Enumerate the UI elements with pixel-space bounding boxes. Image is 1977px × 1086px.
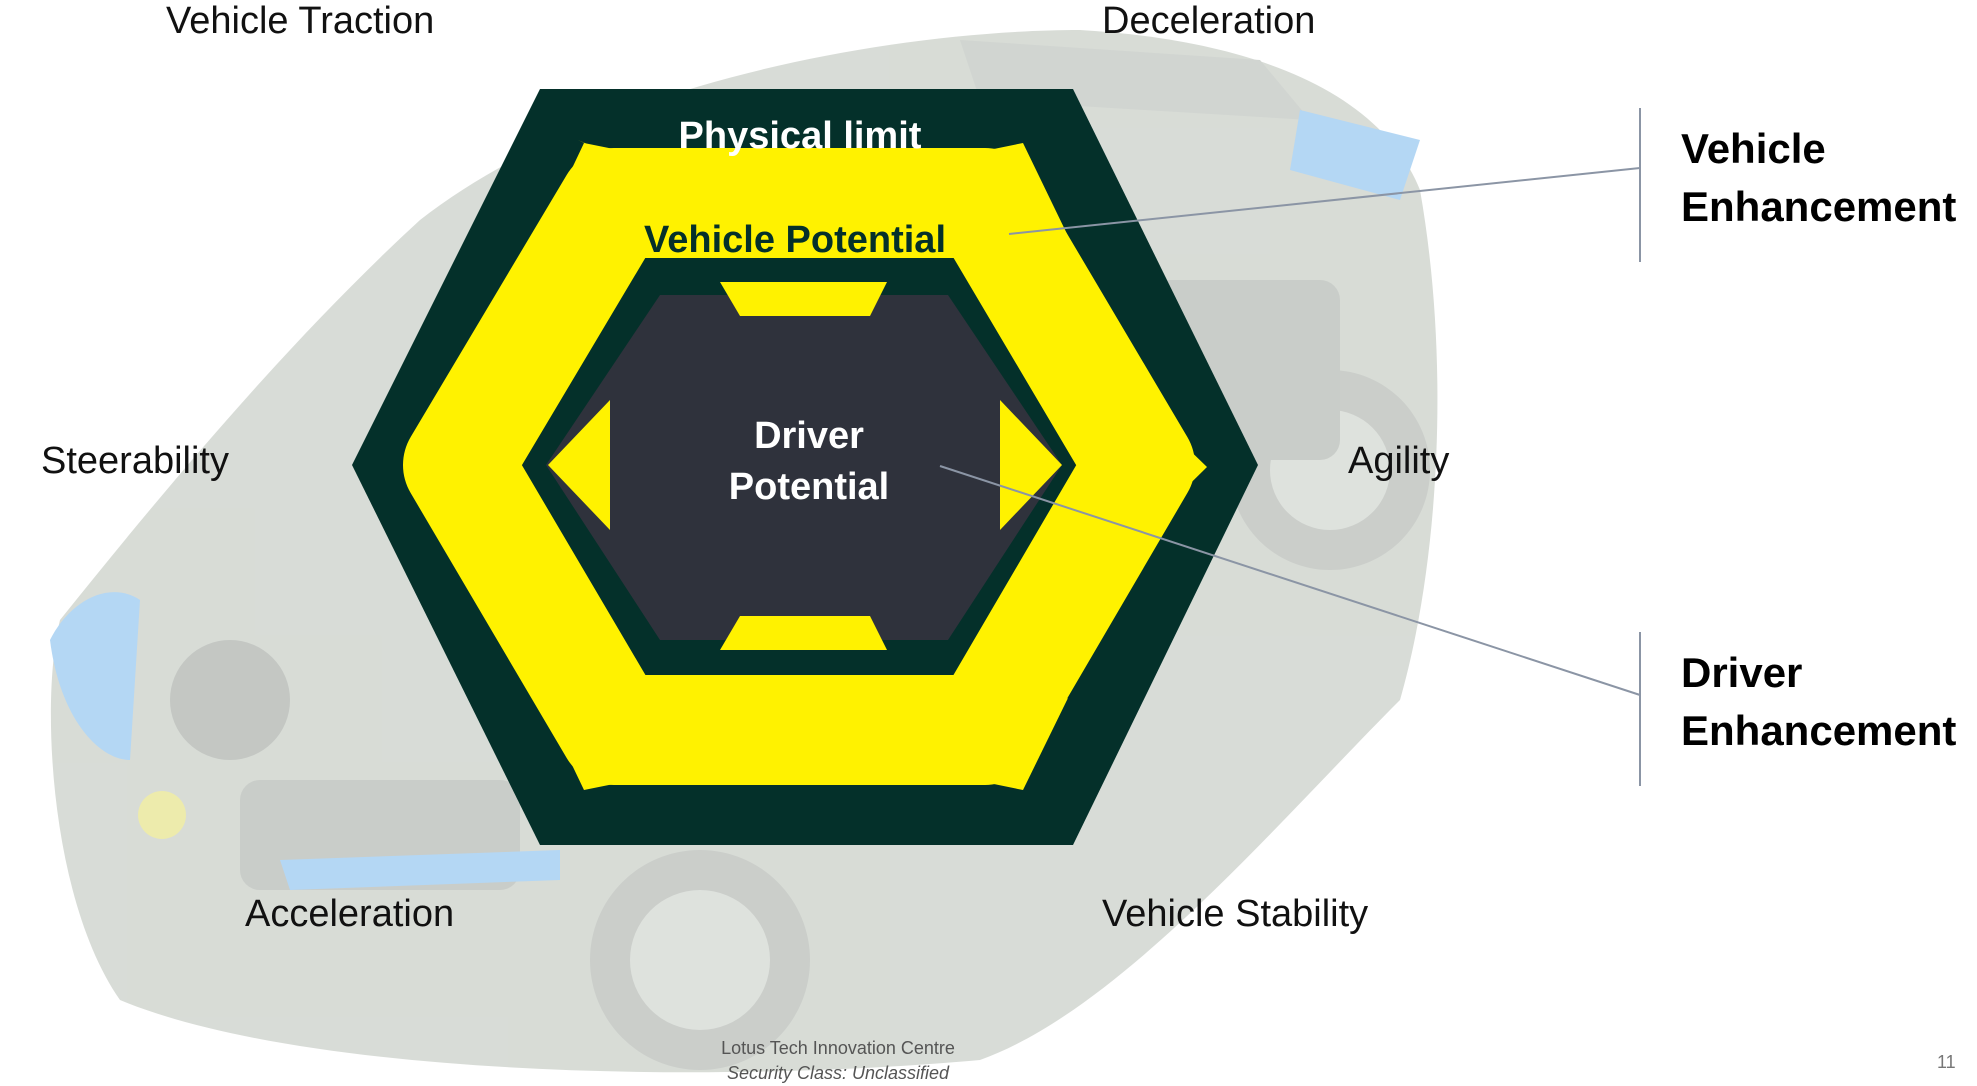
footer: Lotus Tech Innovation Centre Security Cl… [718, 1036, 958, 1086]
vehicle-potential-arrows [403, 140, 1207, 790]
vehicle-stability-label: Vehicle Stability [1102, 893, 1369, 935]
footer-company: Lotus Tech Innovation Centre [721, 1038, 955, 1058]
driver-enhancement-connector [939, 465, 1641, 696]
arrow-head-left [405, 405, 470, 530]
arrow-head-top-right [940, 143, 1068, 236]
arrow-head-bottom-right [940, 698, 1068, 790]
arrow-head-bottom-left [540, 698, 668, 790]
driver-potential-hexagon [546, 295, 1062, 640]
inner-arrow-heads [548, 282, 1062, 650]
vehicle-enhancement-line1: Vehicle [1681, 125, 1826, 172]
arrow-head-right [1143, 405, 1207, 530]
acceleration-label: Acceleration [245, 893, 455, 935]
driver-potential-label-line1: Driver [754, 415, 864, 457]
driver-potential-label-line2: Potential [729, 466, 889, 508]
driver-enhancement-line2: Enhancement [1681, 707, 1957, 754]
physical-limit-label: Physical limit [679, 115, 922, 157]
steerability-label: Steerability [41, 440, 229, 482]
footer-security-class: Security Class: Unclassified [726, 1063, 950, 1083]
deceleration-label: Deceleration [1102, 0, 1316, 42]
vehicle-enhancement-line2: Enhancement [1681, 183, 1957, 230]
vehicle-potential-label: Vehicle Potential [644, 219, 946, 261]
driver-enhancement-label: Driver Enhancement [1681, 644, 1956, 760]
page-number: 11 [1937, 1052, 1956, 1072]
vehicle-traction-label: Vehicle Traction [166, 0, 435, 42]
driver-enhancement-line1: Driver [1681, 649, 1803, 696]
agility-label: Agility [1348, 440, 1450, 482]
vehicle-enhancement-connector [1008, 167, 1641, 235]
vehicle-enhancement-label: Vehicle Enhancement [1681, 120, 1956, 236]
